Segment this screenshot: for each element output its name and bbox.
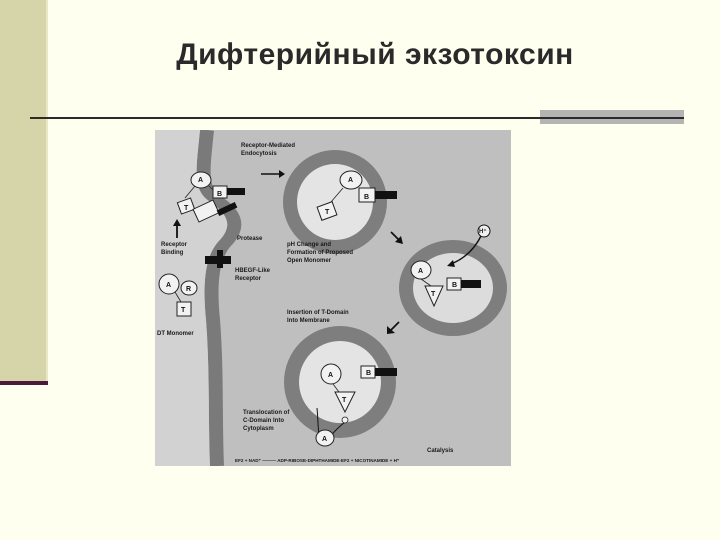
arrow-ph-change [390, 231, 403, 244]
domain-t-4: T [342, 397, 347, 404]
arrow-hplus [447, 224, 491, 267]
diagram-svg: A B T A B T A T B A T B A A R T H⁺ Recep… [155, 130, 507, 466]
label-endocytosis-2: Endocytosis [241, 151, 277, 157]
domain-t-3: T [431, 291, 436, 298]
released-a-domain [315, 429, 335, 447]
domain-b-4: B [366, 370, 371, 377]
arrow-insertion [387, 321, 400, 334]
left-accent-bar [0, 0, 46, 383]
left-accent-bottom [0, 381, 48, 385]
hplus-label: H⁺ [479, 228, 487, 235]
domain-t-1: T [184, 205, 189, 212]
receptor-molecule [205, 250, 231, 268]
toxin-open-monomer [410, 260, 481, 308]
arrow-endocytosis [261, 170, 285, 178]
label-receptor-2: Receptor [235, 276, 262, 282]
dt-monomer [158, 273, 198, 317]
label-translocation-3: Cytoplasm [243, 426, 274, 432]
toxin-bound-outside [176, 171, 245, 223]
domain-t-2: T [325, 209, 330, 216]
arrow-binding [173, 219, 181, 238]
domain-a-1: A [198, 177, 203, 184]
domain-t-6: T [181, 307, 186, 314]
label-insertion-1: Insertion of T-Domain [287, 310, 349, 316]
domain-a-2: A [348, 177, 353, 184]
label-endocytosis-1: Receptor-Mediated [241, 143, 295, 149]
label-reaction: EF2 + NAD⁺ ——— ADP-RIBOSE-DIPHTHAMIDE-EF… [235, 458, 400, 463]
domain-b-2: B [364, 194, 369, 201]
label-ph-2: Formation of Proposed [287, 250, 353, 256]
label-translocation-1: Translocation of [243, 410, 290, 416]
domain-a-6: A [166, 282, 171, 289]
label-ph-1: pH Change and [287, 242, 331, 248]
label-insertion-2: Into Membrane [287, 318, 330, 324]
domain-b-1: B [217, 191, 222, 198]
label-catalysis: Catalysis [427, 448, 454, 454]
label-receptor-binding-2: Binding [161, 250, 184, 256]
label-dt-monomer: DT Monomer [157, 331, 194, 337]
title-rule-block-line [540, 117, 684, 119]
domain-a-3: A [418, 268, 423, 275]
domain-a-4: A [328, 372, 333, 379]
label-ph-3: Open Monomer [287, 258, 332, 264]
toxin-in-endosome [316, 170, 397, 221]
label-receptor-binding-1: Receptor [161, 242, 188, 248]
cell-membrane [196, 130, 242, 466]
domain-r-6: R [186, 286, 191, 293]
domain-a-5: A [322, 436, 327, 443]
slide-title: Дифтерийный экзотоксин [176, 38, 574, 71]
left-accent-edge [46, 0, 48, 385]
diphtheria-toxin-diagram: A B T A B T A T B A T B A A R T H⁺ Recep… [155, 130, 511, 466]
toxin-inserted [320, 363, 397, 424]
label-receptor-1: HBEGF-Like [235, 268, 271, 274]
label-translocation-2: C-Domain Into [243, 418, 284, 424]
label-protease: Protease [237, 236, 263, 242]
title-rule [30, 117, 540, 119]
vesicle-insertion [284, 326, 396, 438]
domain-b-3: B [452, 282, 457, 289]
